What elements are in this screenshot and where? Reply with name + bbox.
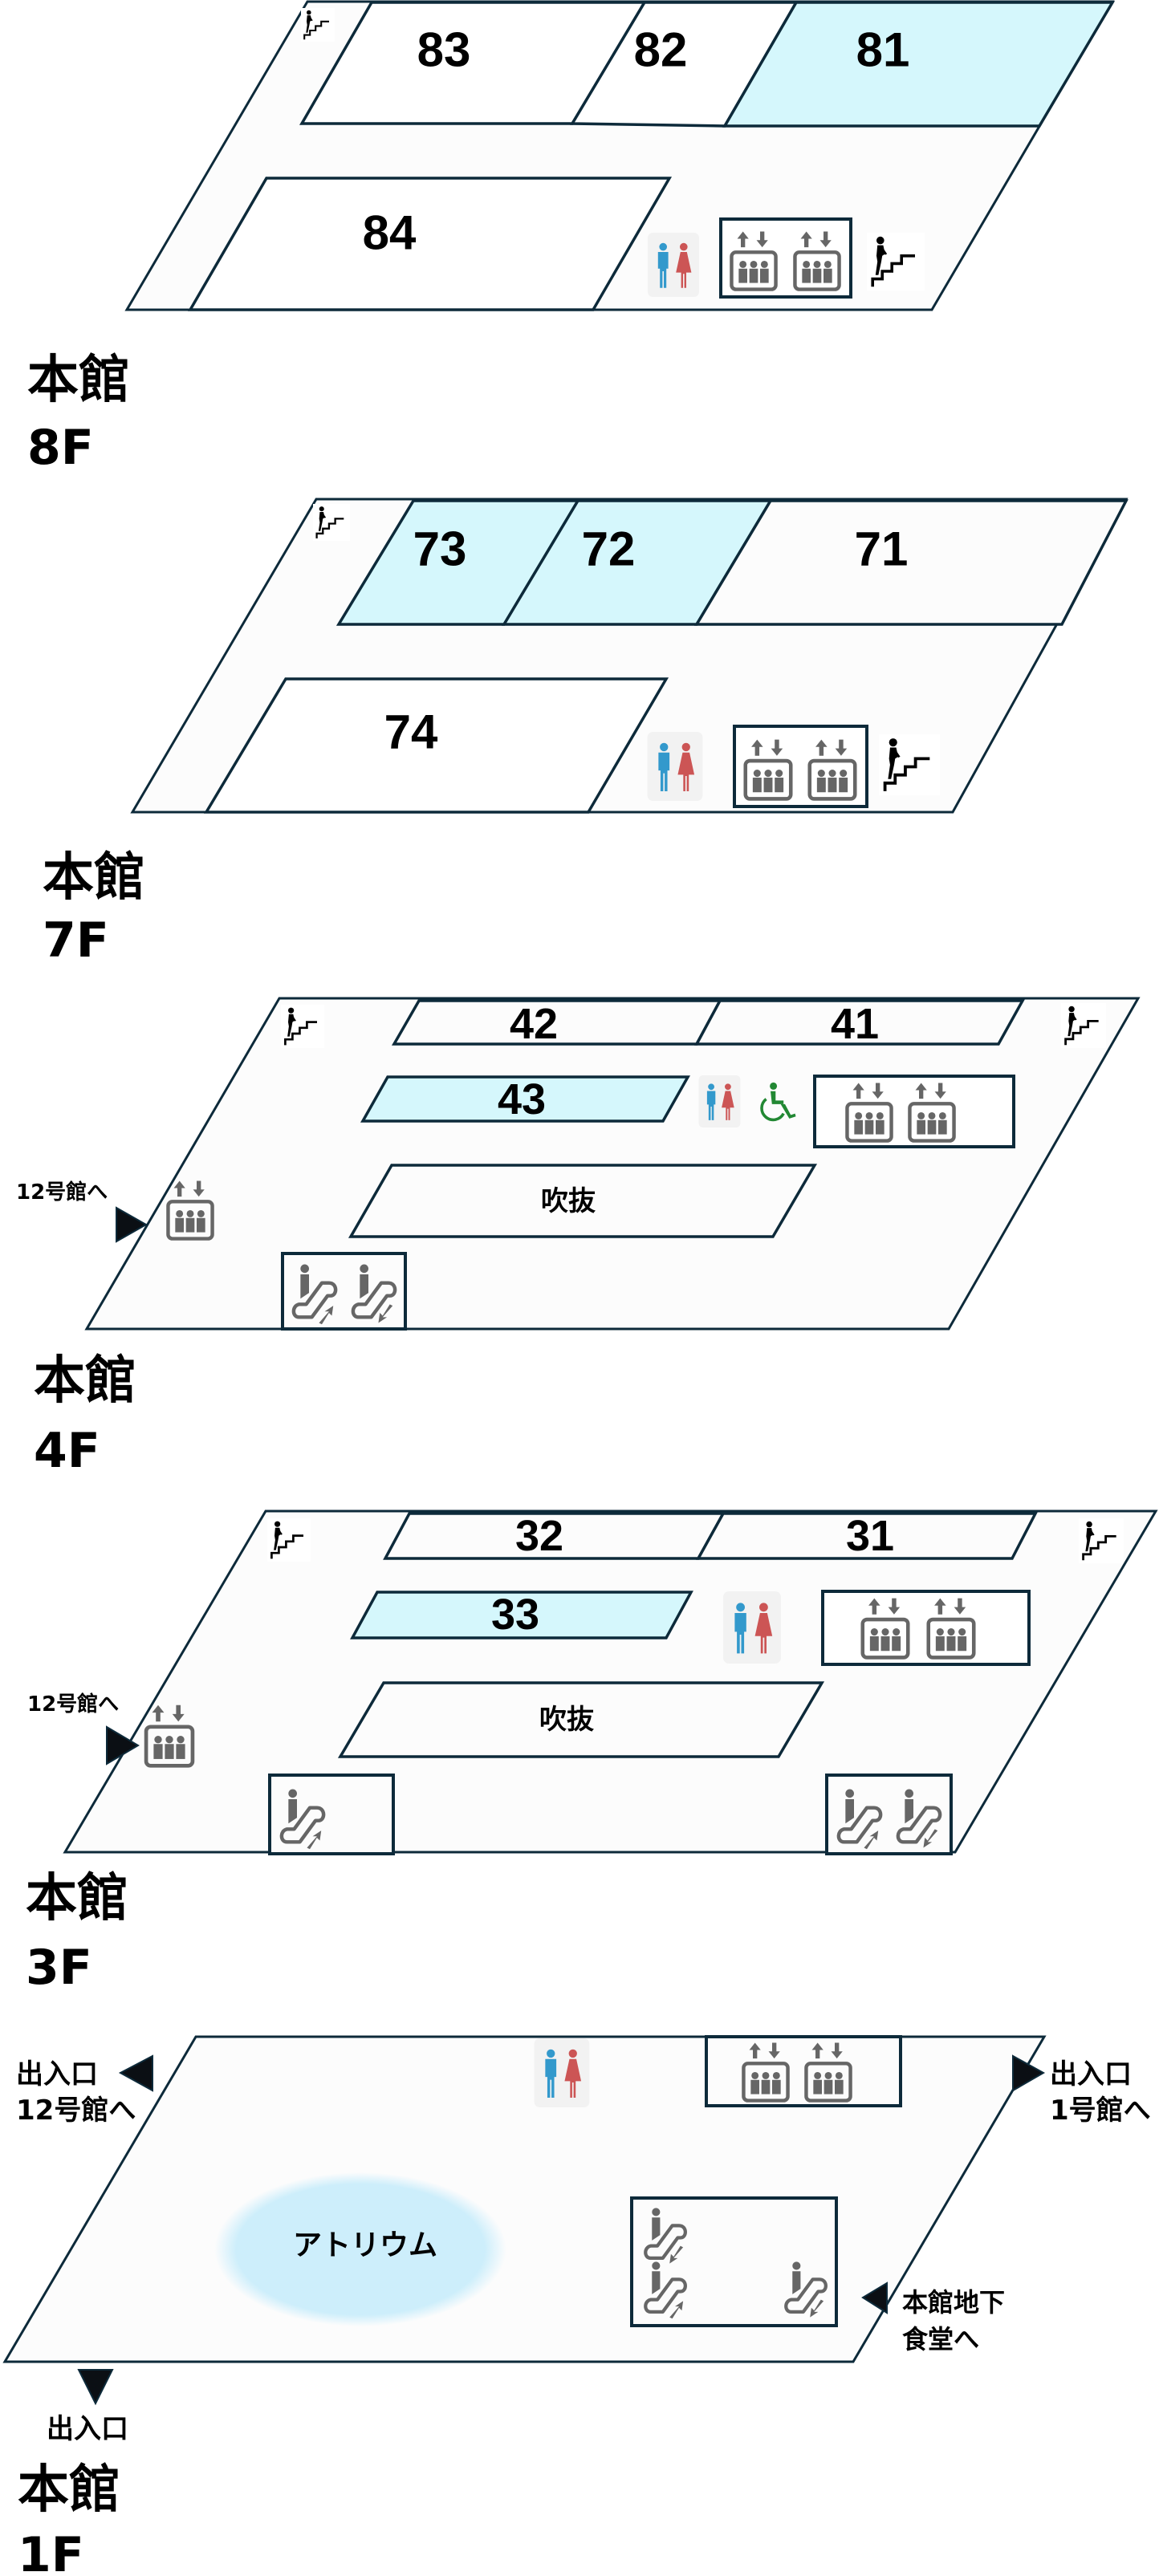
- link-label-12go-4f: 12号館へ: [16, 1180, 108, 1205]
- entrance-bottom-label: 出入口: [47, 2413, 128, 2445]
- shop-number-73: 73: [413, 522, 467, 576]
- building-label-4f: 本館: [34, 1351, 136, 1411]
- shop-number-84: 84: [363, 206, 417, 260]
- entrance-right-label: 出入口: [1050, 2058, 1132, 2090]
- floor-1f: アトリウム 出入口 12号館へ 出入口 1号館へ 本館地下 食堂へ 出入口 本館…: [2, 2035, 1151, 2576]
- elevator-hall: [821, 1590, 1031, 1666]
- elevator-hall: [813, 1075, 1015, 1148]
- floor-level-3f: 3F: [26, 1940, 92, 1996]
- shop-33[interactable]: [350, 1591, 693, 1639]
- elevator-hall: [733, 725, 868, 808]
- restroom-icon: [698, 1075, 741, 1128]
- shop-number-81: 81: [856, 23, 910, 77]
- shop-number-82: 82: [634, 23, 688, 77]
- building-label-8f: 本館: [27, 351, 130, 410]
- elevator-hall: [705, 2035, 902, 2107]
- shop-number-42: 42: [510, 1000, 558, 1048]
- arrow-left-icon: [118, 2054, 153, 2092]
- restroom-icon: [648, 233, 699, 297]
- shop-number-33: 33: [491, 1591, 539, 1639]
- shop-number-83: 83: [417, 23, 471, 77]
- shop-number-71: 71: [855, 522, 909, 576]
- atrium-label: アトリウム: [293, 2229, 437, 2262]
- restroom-icon: [647, 732, 703, 801]
- shop-41[interactable]: [694, 999, 1025, 1046]
- escalator-hall: [630, 2196, 838, 2327]
- atrium-void-4f: [348, 1164, 818, 1238]
- shop-number-74: 74: [384, 705, 438, 759]
- arrow-right-icon: [106, 1725, 140, 1765]
- shop-number-72: 72: [582, 522, 636, 576]
- arrow-right-icon: [1012, 2054, 1046, 2092]
- shop-74[interactable]: [203, 677, 669, 814]
- entrance-left-sublabel: 12号館へ: [16, 2095, 136, 2127]
- shop-43[interactable]: [360, 1075, 690, 1123]
- link-label-12go-3f: 12号館へ: [27, 1692, 119, 1717]
- restroom-icon: [723, 1591, 781, 1664]
- floor-7f: 73 72 71 74 本館 7F: [43, 498, 1128, 969]
- floor-level-7f: 7F: [43, 912, 109, 969]
- stairs-icon: [1079, 1518, 1124, 1563]
- arrow-left-icon: [861, 2281, 888, 2314]
- basement-link-sublabel: 食堂へ: [902, 2324, 979, 2355]
- stairs-icon: [301, 8, 335, 42]
- floor-8f: 83 82 81 84 本館 8F: [27, 0, 1116, 476]
- floor-3f: 32 31 33 吹抜 12号館へ 本館 3F: [26, 1509, 1158, 1996]
- stairs-icon: [879, 734, 940, 795]
- restroom-icon: [534, 2038, 590, 2107]
- building-label-1f: 本館: [18, 2460, 120, 2520]
- entrance-right-sublabel: 1号館へ: [1050, 2095, 1151, 2127]
- shop-number-41: 41: [831, 1000, 879, 1048]
- atrium-area: [214, 2172, 506, 2326]
- basement-link-label: 本館地下: [902, 2287, 1005, 2318]
- building-label-3f: 本館: [26, 1869, 128, 1928]
- floor-4f: 42 41 43 吹抜 12号館へ 本館 4F: [16, 997, 1141, 1479]
- stairs-icon: [1061, 1003, 1106, 1048]
- floor-level-4f: 4F: [34, 1423, 100, 1479]
- arrow-down-icon: [77, 2369, 114, 2406]
- floor-level-8f: 8F: [27, 420, 94, 476]
- shop-81[interactable]: [722, 1, 1116, 128]
- shop-31[interactable]: [696, 1512, 1038, 1560]
- void-label-3f: 吹抜: [539, 1704, 594, 1736]
- elevator-hall: [719, 217, 852, 299]
- shop-84[interactable]: [187, 177, 673, 311]
- arrow-right-icon: [116, 1206, 148, 1243]
- stairs-icon: [267, 1518, 311, 1562]
- atrium-void-3f: [337, 1681, 825, 1758]
- void-label-4f: 吹抜: [541, 1185, 596, 1217]
- floor-level-1f: 1F: [18, 2527, 84, 2576]
- building-label-7f: 本館: [43, 848, 145, 908]
- shop-number-32: 32: [515, 1512, 563, 1560]
- floor-outline-4f: [84, 997, 1141, 1331]
- stairs-icon: [313, 504, 350, 541]
- stairs-icon: [281, 1005, 324, 1048]
- shop-number-31: 31: [846, 1512, 894, 1560]
- shop-71[interactable]: [693, 499, 1128, 626]
- entrance-left-label: 出入口: [16, 2058, 98, 2090]
- stairs-icon: [867, 233, 925, 291]
- shop-number-43: 43: [498, 1075, 546, 1123]
